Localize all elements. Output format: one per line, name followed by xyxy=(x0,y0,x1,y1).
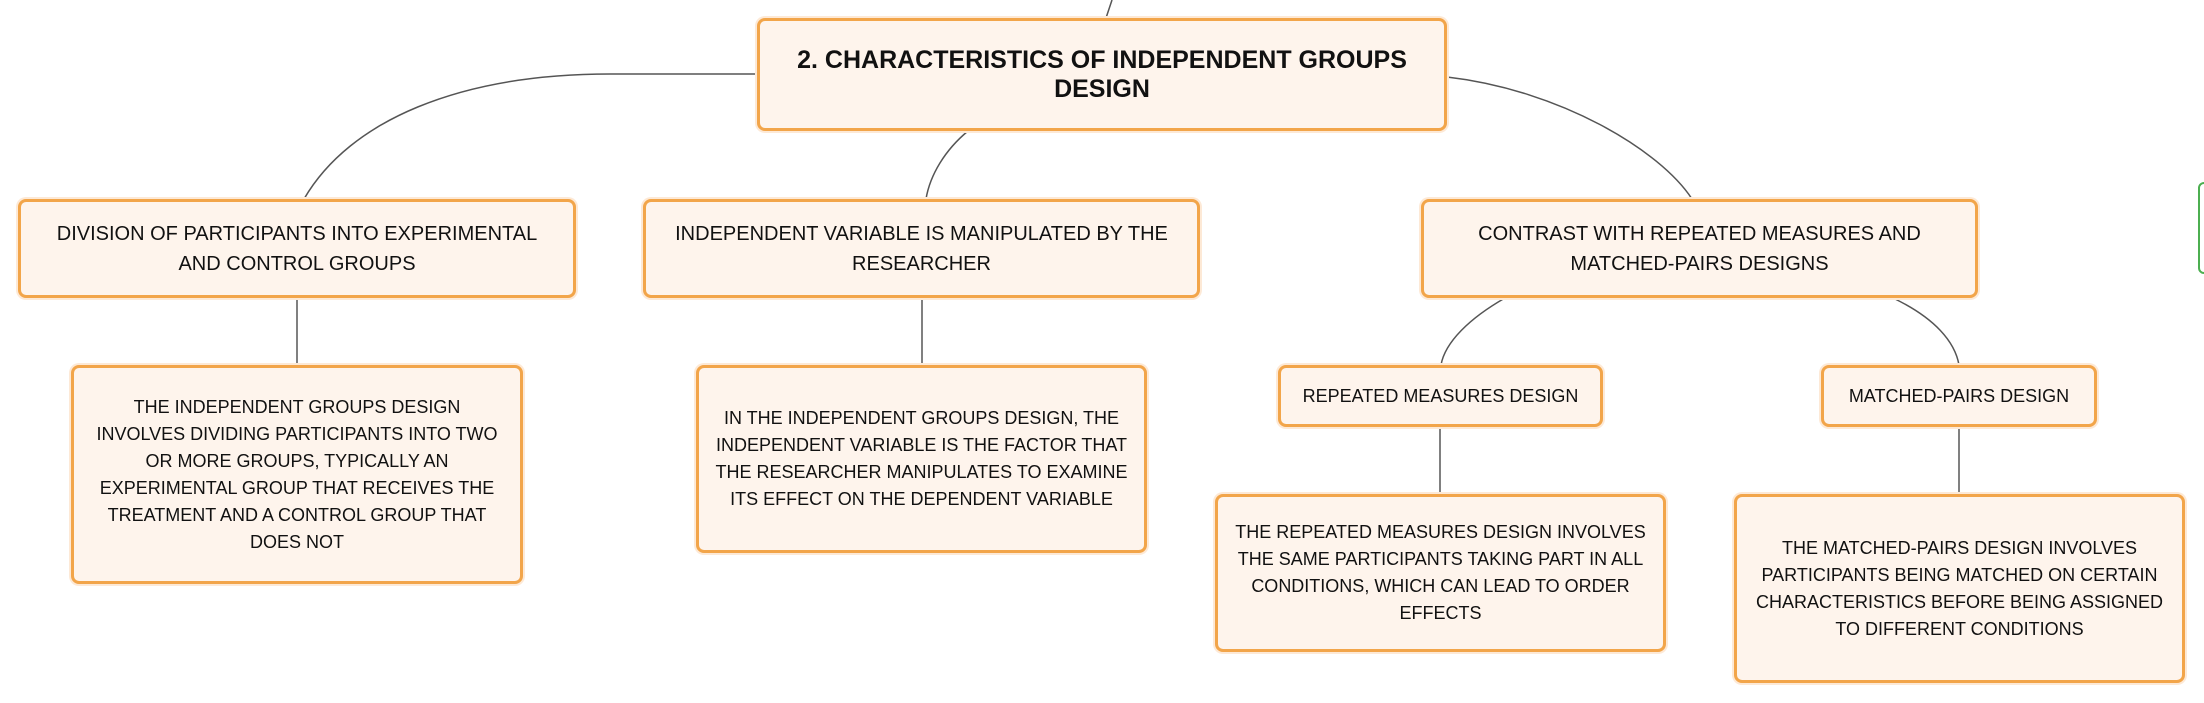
branch-node-division[interactable]: DIVISION OF PARTICIPANTS INTO EXPERIMENT… xyxy=(18,199,576,298)
connector-root-to-contrast xyxy=(1446,76,1693,200)
branch-node-contrast-label: CONTRAST WITH REPEATED MEASURES AND MATC… xyxy=(1478,222,1921,275)
subbranch-node-matched-pairs[interactable]: MATCHED-PAIRS DESIGN xyxy=(1821,365,2097,427)
connector-root-to-independent-variable xyxy=(925,130,969,200)
detail-node-independent-variable-text: IN THE INDEPENDENT GROUPS DESIGN, THE IN… xyxy=(715,408,1128,509)
branch-node-independent-variable[interactable]: INDEPENDENT VARIABLE IS MANIPULATED BY T… xyxy=(643,199,1200,298)
branch-node-contrast[interactable]: CONTRAST WITH REPEATED MEASURES AND MATC… xyxy=(1421,199,1978,298)
connector-contrast-to-matched xyxy=(1892,297,1960,366)
detail-node-division[interactable]: THE INDEPENDENT GROUPS DESIGN INVOLVES D… xyxy=(71,365,523,584)
subbranch-node-repeated-measures[interactable]: REPEATED MEASURES DESIGN xyxy=(1278,365,1603,427)
connector-contrast-to-repeated xyxy=(1440,297,1506,366)
root-node-label: 2. CHARACTERISTICS OF INDEPENDENT GROUPS… xyxy=(797,45,1407,103)
detail-node-repeated-measures[interactable]: THE REPEATED MEASURES DESIGN INVOLVES TH… xyxy=(1215,494,1666,652)
subbranch-node-matched-pairs-label: MATCHED-PAIRS DESIGN xyxy=(1848,385,2070,406)
subbranch-node-repeated-measures-label: REPEATED MEASURES DESIGN xyxy=(1302,385,1579,406)
detail-node-matched-pairs[interactable]: THE MATCHED-PAIRS DESIGN INVOLVES PARTIC… xyxy=(1734,494,2185,683)
branch-node-division-label: DIVISION OF PARTICIPANTS INTO EXPERIMENT… xyxy=(56,222,538,275)
branch-node-independent-variable-label: INDEPENDENT VARIABLE IS MANIPULATED BY T… xyxy=(675,222,1168,275)
connector-root-to-division xyxy=(303,73,757,200)
detail-node-repeated-measures-text: THE REPEATED MEASURES DESIGN INVOLVES TH… xyxy=(1235,522,1646,623)
connector-parent-to-root xyxy=(1105,0,1113,19)
root-node[interactable]: 2. CHARACTERISTICS OF INDEPENDENT GROUPS… xyxy=(757,18,1447,131)
detail-node-division-text: THE INDEPENDENT GROUPS DESIGN INVOLVES D… xyxy=(96,396,498,552)
offscreen-node-edge[interactable] xyxy=(2198,182,2204,274)
detail-node-matched-pairs-text: THE MATCHED-PAIRS DESIGN INVOLVES PARTIC… xyxy=(1755,537,2164,639)
detail-node-independent-variable[interactable]: IN THE INDEPENDENT GROUPS DESIGN, THE IN… xyxy=(696,365,1147,553)
